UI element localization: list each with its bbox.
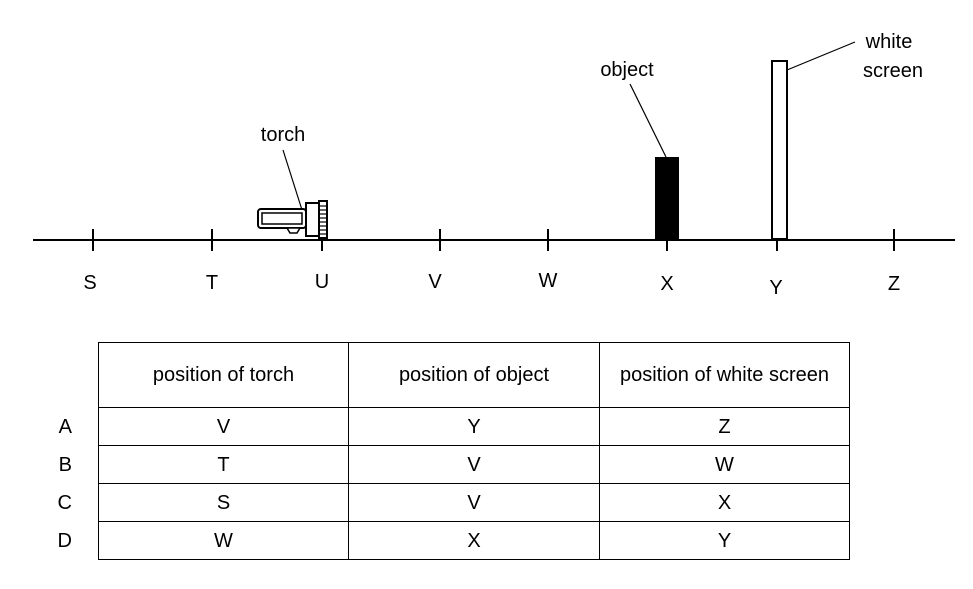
option-row-b: B T V W xyxy=(59,445,850,484)
object-position-cell: V xyxy=(348,483,600,522)
header-spacer xyxy=(98,343,99,408)
white-screen xyxy=(771,60,788,240)
option-label: C xyxy=(57,491,72,514)
object-position-cell: V xyxy=(348,445,600,484)
screen-label-line1: white xyxy=(865,31,913,53)
screen-position-cell: X xyxy=(599,483,850,522)
torch-lens-grip xyxy=(319,205,327,235)
option-label-cell: D xyxy=(58,522,99,560)
object-pointer-line xyxy=(629,83,667,158)
screen-pointer-line xyxy=(786,41,856,71)
position-label-v: V xyxy=(428,271,442,293)
screen-position-cell: W xyxy=(599,445,850,484)
position-label-y: Y xyxy=(769,277,782,299)
option-row-a: A V Y Z xyxy=(59,407,850,446)
torch-body xyxy=(257,208,307,229)
object-block xyxy=(655,157,679,240)
option-label: D xyxy=(57,529,72,552)
torch-body-inner xyxy=(261,212,303,225)
option-label-cell: A xyxy=(59,408,99,446)
screen-position-cell: Z xyxy=(599,407,850,446)
header-screen-position: position of white screen xyxy=(599,342,850,408)
position-label-t: T xyxy=(206,272,218,294)
object-label: object xyxy=(600,59,654,81)
torch-label: torch xyxy=(261,124,305,146)
screen-position-cell: Y xyxy=(599,521,850,560)
header-object-position: position of object xyxy=(348,342,600,408)
torch-position-cell: S xyxy=(98,483,349,522)
option-label-cell: C xyxy=(58,484,99,522)
torch-position-cell: T xyxy=(98,445,349,484)
table-header-row: position of torch position of object pos… xyxy=(98,342,850,408)
option-label-cell: B xyxy=(59,446,99,484)
header-torch-position: position of torch xyxy=(98,342,349,408)
option-row-c: C S V X xyxy=(58,483,850,522)
torch-pointer-line xyxy=(282,149,303,211)
object-position-cell: Y xyxy=(348,407,600,446)
answer-options-table: position of torch position of object pos… xyxy=(58,342,850,560)
position-label-u: U xyxy=(315,271,329,293)
option-row-d: D W X Y xyxy=(58,521,850,560)
object-position-cell: X xyxy=(348,521,600,560)
torch-switch xyxy=(285,227,302,234)
option-label: B xyxy=(58,453,72,476)
torch-position-cell: V xyxy=(98,407,349,446)
torch-icon xyxy=(257,200,328,239)
torch-position-cell: W xyxy=(98,521,349,560)
position-label-x: X xyxy=(660,273,673,295)
screen-label-line2: screen xyxy=(863,60,923,82)
torch-head xyxy=(305,202,320,237)
option-label: A xyxy=(58,415,72,438)
torch-lens xyxy=(318,200,328,239)
optical-bench-diagram: S T U V W X Y Z torch object white scree… xyxy=(33,31,955,299)
position-label-z: Z xyxy=(888,273,900,295)
position-label-s: S xyxy=(83,272,96,294)
position-label-w: W xyxy=(539,270,558,292)
